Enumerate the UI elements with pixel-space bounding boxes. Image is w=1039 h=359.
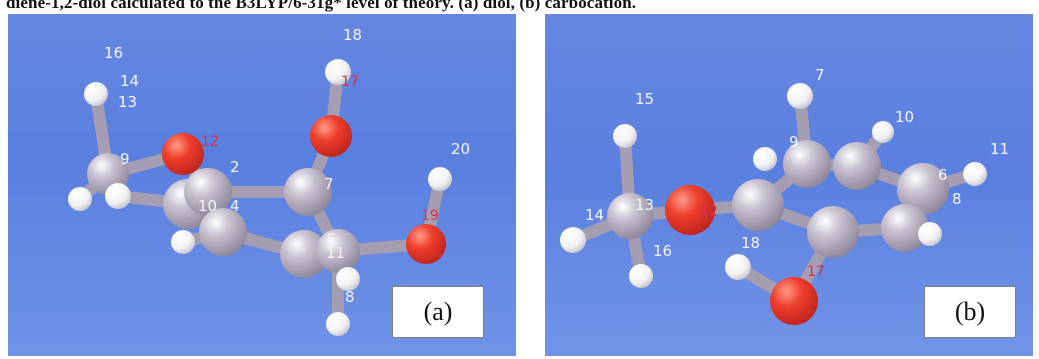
carbon-atom-9 [783, 140, 831, 188]
carbon-atom [897, 163, 949, 215]
panel-label-a: (a) [392, 286, 484, 338]
hydrogen-atom [918, 222, 942, 246]
hydrogen-atom [171, 230, 195, 254]
molecule-panel-diol: 16 14 13 12 9 18 17 20 7 19 6 11 8 2 10 … [8, 14, 516, 356]
atom-number-14: 14 [120, 72, 139, 90]
oxygen-atom-17 [310, 115, 352, 157]
atom-number-18: 18 [741, 234, 760, 252]
carbon-atom-6 [280, 230, 328, 278]
atom-number-4: 4 [230, 197, 240, 215]
atom-number-9: 9 [789, 133, 799, 151]
atom-number-11: 11 [326, 244, 345, 262]
atom-number-18: 18 [343, 26, 362, 44]
hydrogen-atom [336, 267, 360, 291]
atom-number-12: 12 [700, 204, 718, 220]
atom-number-16: 16 [104, 44, 123, 62]
hydrogen-atom-7 [787, 83, 813, 109]
hydrogen-atom [105, 183, 131, 209]
carbon-atom-10 [199, 208, 247, 256]
atom-number-12: 12 [201, 134, 219, 150]
carbon-atom [732, 179, 784, 231]
carbon-atom-7 [284, 168, 332, 216]
atom-number-9: 9 [120, 150, 130, 168]
panel-label-b: (b) [924, 286, 1016, 338]
atom-number-16: 16 [653, 242, 672, 260]
atom-number-13: 13 [118, 93, 137, 111]
atom-number-10: 10 [895, 108, 914, 126]
atom-number-6: 6 [938, 166, 948, 184]
carbon-atom-13 [607, 193, 653, 239]
atom-number-2: 2 [230, 158, 240, 176]
figure-caption: diene-1,2-diol calculated to the B3LYP/6… [6, 0, 637, 12]
carbon-atom-11 [316, 229, 360, 273]
atom-number-15: 15 [635, 90, 654, 108]
atom-number-6: 6 [326, 230, 336, 248]
carbon-atom-8 [807, 206, 859, 258]
oxygen-atom-17 [770, 277, 818, 325]
hydrogen-atom-18 [325, 59, 351, 85]
atom-number-17: 17 [807, 264, 825, 280]
atom-number-19: 19 [421, 208, 439, 224]
hydrogen-atom-10 [872, 121, 894, 143]
atom-number-10: 10 [198, 197, 217, 215]
atom-number-8: 8 [952, 190, 962, 208]
carbon-atom-6 [881, 204, 929, 252]
oxygen-atom-12 [665, 185, 715, 235]
atom-number-13: 13 [635, 196, 654, 214]
atom-number-14: 14 [585, 206, 604, 224]
hydrogen-atom-15 [613, 124, 637, 148]
atom-number-7: 7 [815, 66, 825, 84]
atom-number-8: 8 [345, 288, 355, 306]
oxygen-atom-12 [162, 133, 204, 175]
atom-number-11: 11 [990, 140, 1009, 158]
hydrogen-atom-20 [428, 167, 452, 191]
carbon-atom-2 [184, 168, 232, 216]
oxygen-atom-19 [406, 224, 446, 264]
molecule-panel-carbocation: 15 7 10 11 9 13 12 14 16 18 17 6 8 (b) [545, 14, 1033, 356]
hydrogen-atom-18 [725, 254, 751, 280]
diol-molecule-render: 16 14 13 12 9 18 17 20 7 19 6 11 8 2 10 … [8, 14, 516, 356]
hydrogen-atom-16 [84, 82, 108, 106]
carbon-atom [833, 142, 881, 190]
hydrogen-atom-16 [629, 264, 653, 288]
hydrogen-atom-9 [753, 147, 777, 171]
hydrogen-atom-14 [560, 227, 586, 253]
atom-number-17: 17 [341, 74, 359, 90]
hydrogen-atom-11 [963, 162, 987, 186]
atom-number-20: 20 [451, 140, 470, 158]
hydrogen-atom-9 [68, 187, 92, 211]
atom-number-7: 7 [324, 175, 334, 193]
hydrogen-atom-8 [326, 312, 350, 336]
carbocation-molecule-render: 15 7 10 11 9 13 12 14 16 18 17 6 8 [545, 14, 1033, 356]
